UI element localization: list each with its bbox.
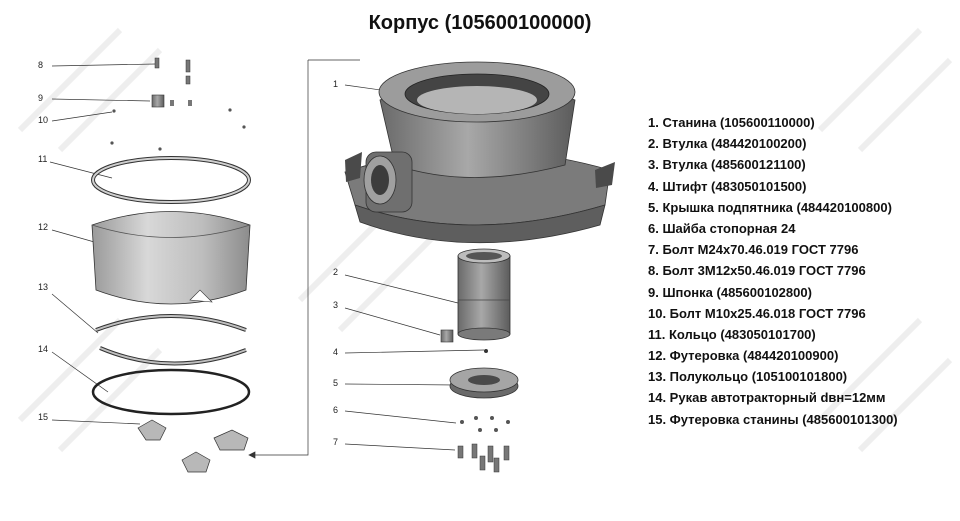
callout-11: 11	[38, 154, 48, 164]
part-item: 14. Рукав автотракторный dвн=12мм	[648, 390, 886, 406]
callout-4: 4	[333, 347, 339, 357]
part-3-bushing	[440, 329, 454, 343]
callout-1: 1	[333, 79, 339, 89]
part-5-thrust-cover	[449, 367, 519, 399]
part-item: 1. Станина (105600110000)	[648, 115, 815, 130]
part-4-pin	[484, 349, 488, 353]
part-9-key	[151, 94, 192, 108]
part-item: 2. Втулка (484420100200)	[648, 136, 807, 152]
part-10-bolts	[110, 108, 246, 151]
part-8-bolts	[154, 57, 191, 85]
part-13-half-rings	[95, 314, 247, 366]
part-item: 4. Штифт (483050101500)	[648, 178, 807, 194]
callout-6: 6	[333, 405, 339, 415]
part-item: 11. Кольцо (483050101700)	[648, 326, 816, 342]
part-6-lock-washers	[460, 416, 510, 432]
part-7-bolts	[457, 443, 510, 473]
part-1-frame	[344, 61, 615, 244]
part-item: 13. Полукольцо (105100101800)	[648, 369, 848, 385]
part-item: 12. Футеровка (484420100900)	[648, 348, 839, 364]
page-title: Корпус (105600100000)	[368, 12, 592, 34]
callout-12: 12	[38, 222, 49, 232]
callout-9: 9	[38, 93, 44, 103]
part-11-ring	[91, 156, 251, 204]
part-item: 5. Крышка подпятника (484420100800)	[648, 199, 892, 215]
callout-14: 14	[38, 344, 49, 354]
parts-list: 1. Станина (105600110000) 2. Втулка (484…	[648, 112, 898, 430]
watermark-logo	[17, 27, 953, 453]
callout-10: 10	[38, 115, 49, 125]
part-item: 8. Болт 3М12х50.46.019 ГОСТ 7796	[648, 263, 866, 279]
callout-3: 3	[333, 300, 339, 310]
callout-2: 2	[333, 267, 339, 277]
callout-13: 13	[38, 282, 49, 292]
part-15-frame-liners	[137, 419, 249, 473]
part-2-sleeve	[457, 248, 511, 341]
leader-lines	[49, 59, 485, 459]
callout-8: 8	[38, 60, 44, 70]
callout-15: 15	[38, 412, 49, 422]
part-12-liner	[91, 211, 251, 305]
part-item: 9. Шпонка (485600102800)	[648, 284, 812, 300]
callout-5: 5	[333, 378, 339, 388]
callout-7: 7	[333, 437, 339, 447]
part-item: 6. Шайба стопорная 24	[648, 220, 796, 236]
part-item: 3. Втулка (485600121100)	[648, 157, 806, 173]
part-14-hose	[91, 368, 251, 416]
part-item: 10. Болт М10х25.46.018 ГОСТ 7796	[648, 305, 866, 321]
part-item: 15. Футеровка станины (485600101300)	[648, 411, 898, 427]
part-item: 7. Болт М24х70.46.019 ГОСТ 7796	[648, 242, 859, 258]
